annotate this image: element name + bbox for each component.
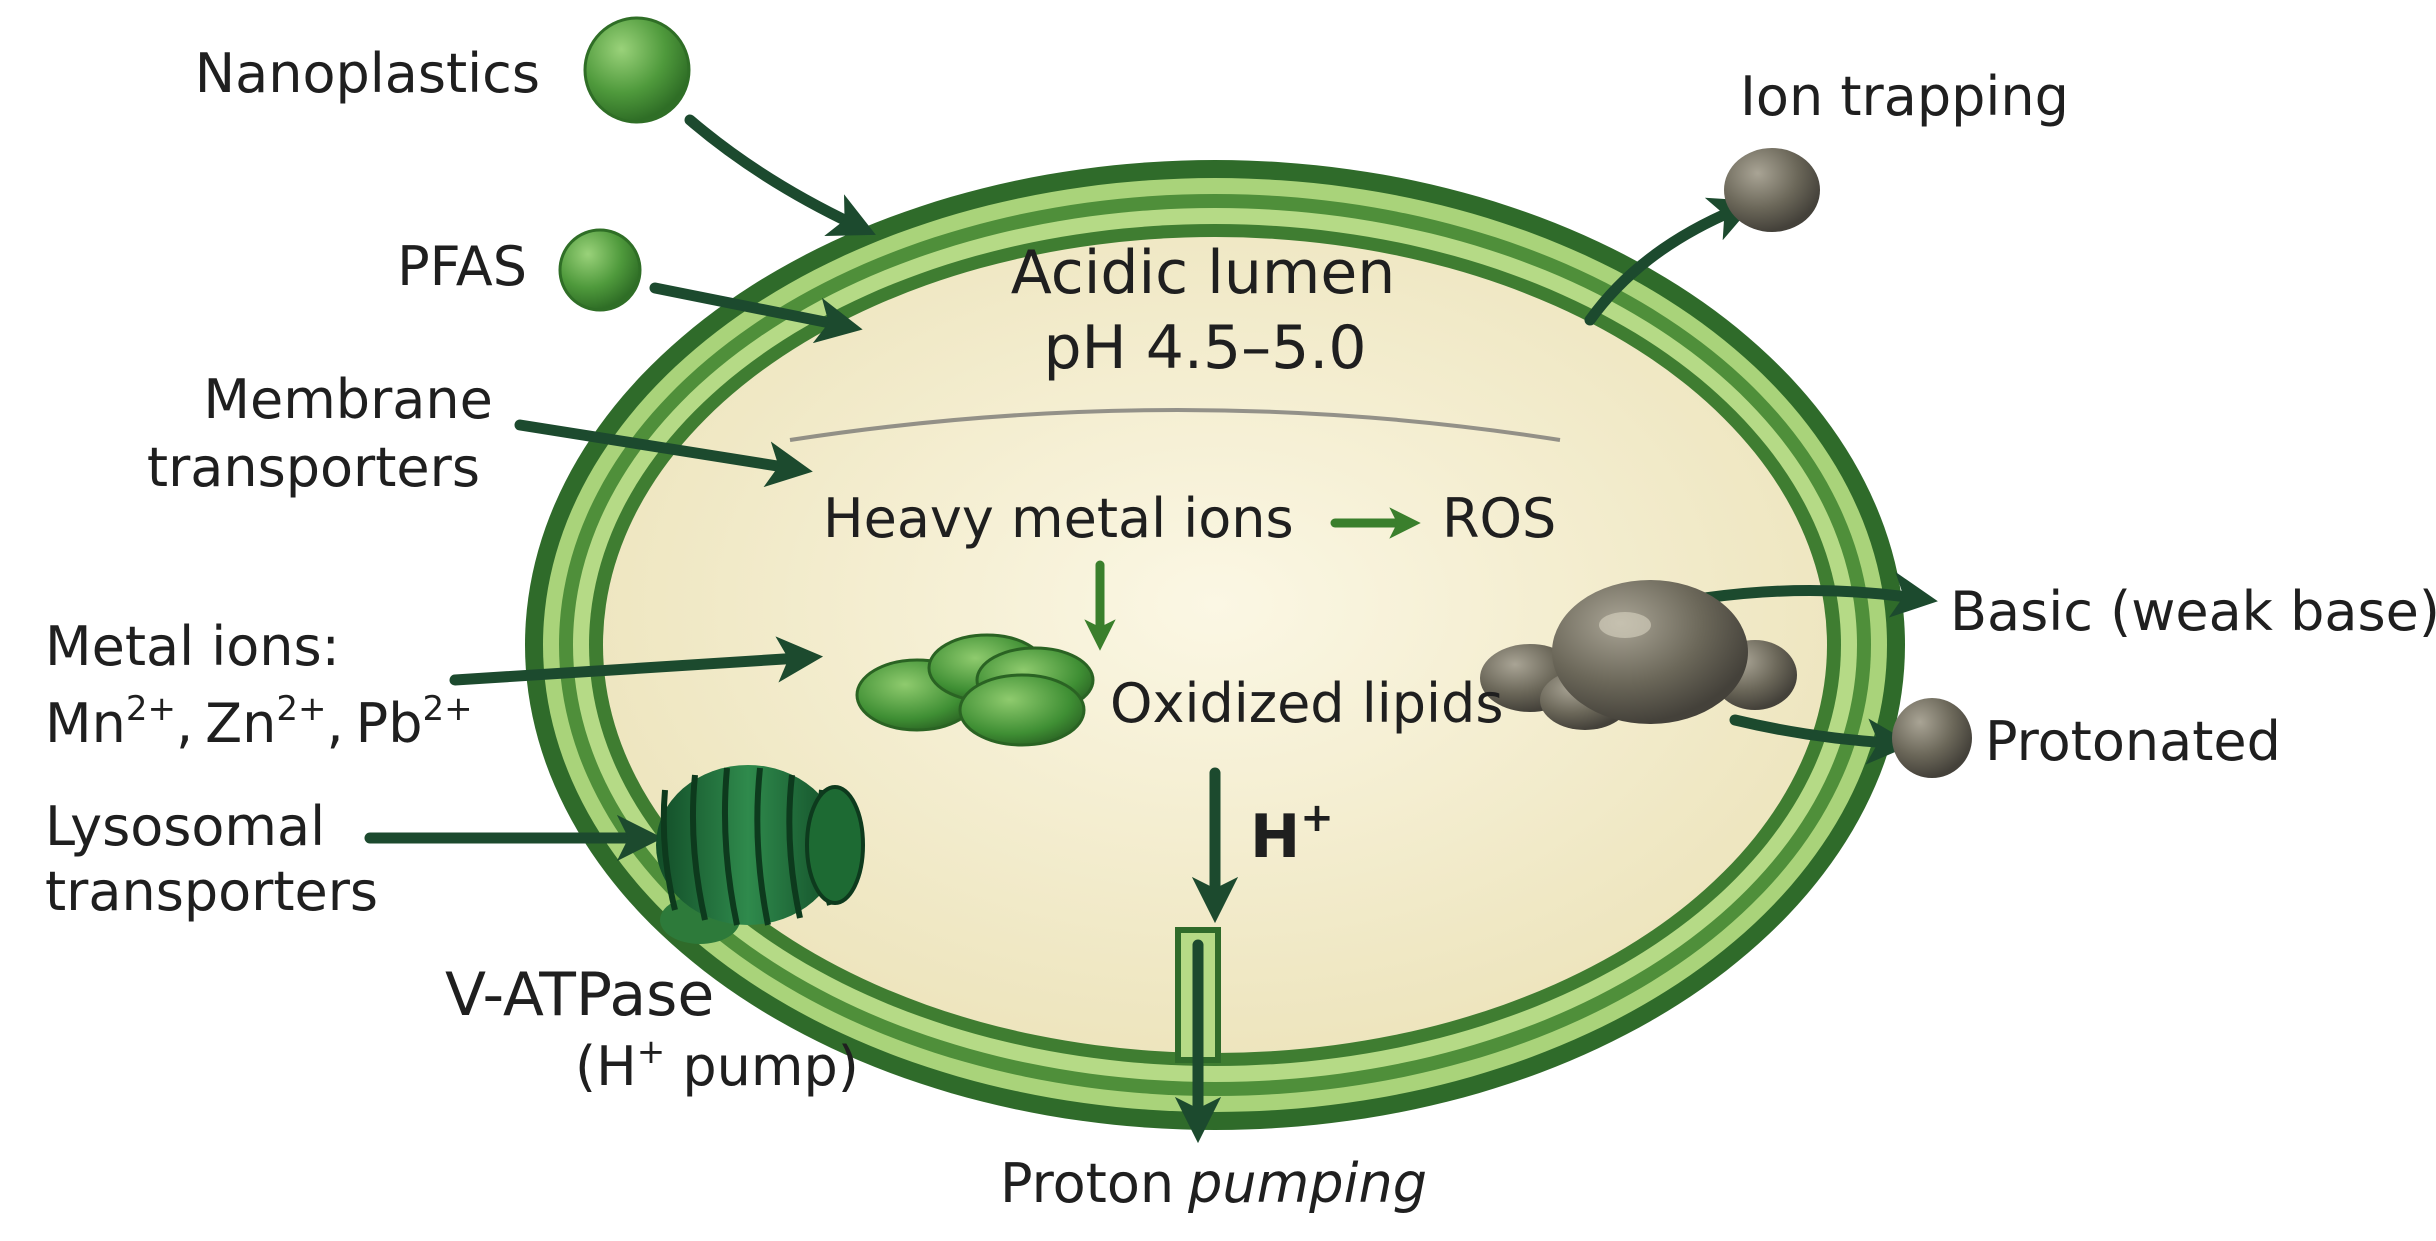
membrane-transporters-arrow bbox=[514, 419, 813, 488]
ion-trapping-label: Ion trapping bbox=[1740, 65, 2069, 128]
nanoplastics-label: Nanoplastics bbox=[195, 42, 540, 105]
h-plus-label: H+ bbox=[1250, 795, 1334, 872]
nanoplastics-arrow bbox=[684, 114, 876, 236]
weak-base-cluster-icon bbox=[1480, 580, 1797, 730]
membrane-transporters-label: Membrane transporters bbox=[147, 368, 510, 499]
metal-ions-arrow bbox=[449, 636, 824, 686]
outbound-arrows bbox=[1174, 197, 1938, 1144]
h-pump-label: (H+ pump) bbox=[575, 1032, 859, 1098]
nanoplastic-icon bbox=[583, 16, 691, 124]
pfas-label: PFAS bbox=[397, 235, 527, 298]
protonated-label: Protonated bbox=[1985, 710, 2281, 773]
lysosomal-transporters-label: Lysosomal transporters bbox=[45, 795, 378, 923]
acidic-lumen-label: Acidic lumen bbox=[1011, 238, 1396, 308]
heavy-metal-ions-label: Heavy metal ions bbox=[823, 487, 1294, 550]
ros-label: ROS bbox=[1442, 487, 1556, 550]
protonated-particle-icon bbox=[1892, 698, 1972, 778]
lumen-divider bbox=[789, 408, 1561, 442]
pfas-arrow bbox=[649, 282, 863, 344]
metal-ions-label: Metal ions: bbox=[45, 615, 340, 678]
inbound-arrows bbox=[364, 114, 876, 862]
internal-arrows bbox=[1084, 507, 1421, 651]
basic-weak-base-label: Basic (weak base) bbox=[1950, 580, 2436, 643]
weak-base-arrow bbox=[1699, 571, 1938, 618]
ion-trapping-arrow bbox=[1584, 197, 1757, 326]
v-atpase-pump-icon bbox=[656, 765, 865, 944]
ion-trapped-particle-icon bbox=[1724, 148, 1820, 232]
oxidized-lipids-label: Oxidized lipids bbox=[1110, 672, 1503, 735]
acidic-lumen bbox=[603, 237, 1827, 1053]
v-atpase-label: V-ATPase bbox=[445, 960, 714, 1030]
ph-range-label: pH 4.5–5.0 bbox=[1043, 313, 1366, 383]
pfas-particle-icon bbox=[558, 228, 642, 312]
metal-ions-list: Mn2+,Zn2+,Pb2+ bbox=[45, 689, 473, 755]
oxidized-lipids-cluster-icon bbox=[855, 633, 1095, 747]
protonated-arrow bbox=[1729, 714, 1914, 765]
